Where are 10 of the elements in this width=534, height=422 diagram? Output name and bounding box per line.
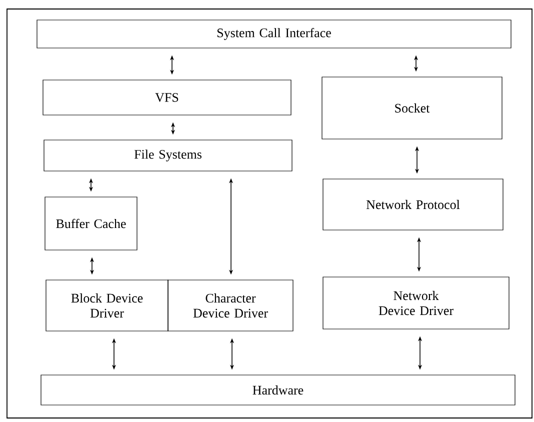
layer-box: Hardware: [40, 374, 516, 406]
layer-box: Character Device Driver: [168, 280, 294, 332]
layer-box: Network Protocol: [322, 178, 504, 230]
layer-box: Network Device Driver: [322, 276, 510, 330]
layer-box: Socket: [322, 76, 502, 140]
layer-box: File Systems: [44, 140, 292, 172]
layer-box: System Call Interface: [36, 20, 512, 48]
layer-box: VFS: [42, 80, 292, 116]
layer-box: Buffer Cache: [44, 196, 138, 250]
layer-box: Block Device Driver: [46, 280, 168, 332]
